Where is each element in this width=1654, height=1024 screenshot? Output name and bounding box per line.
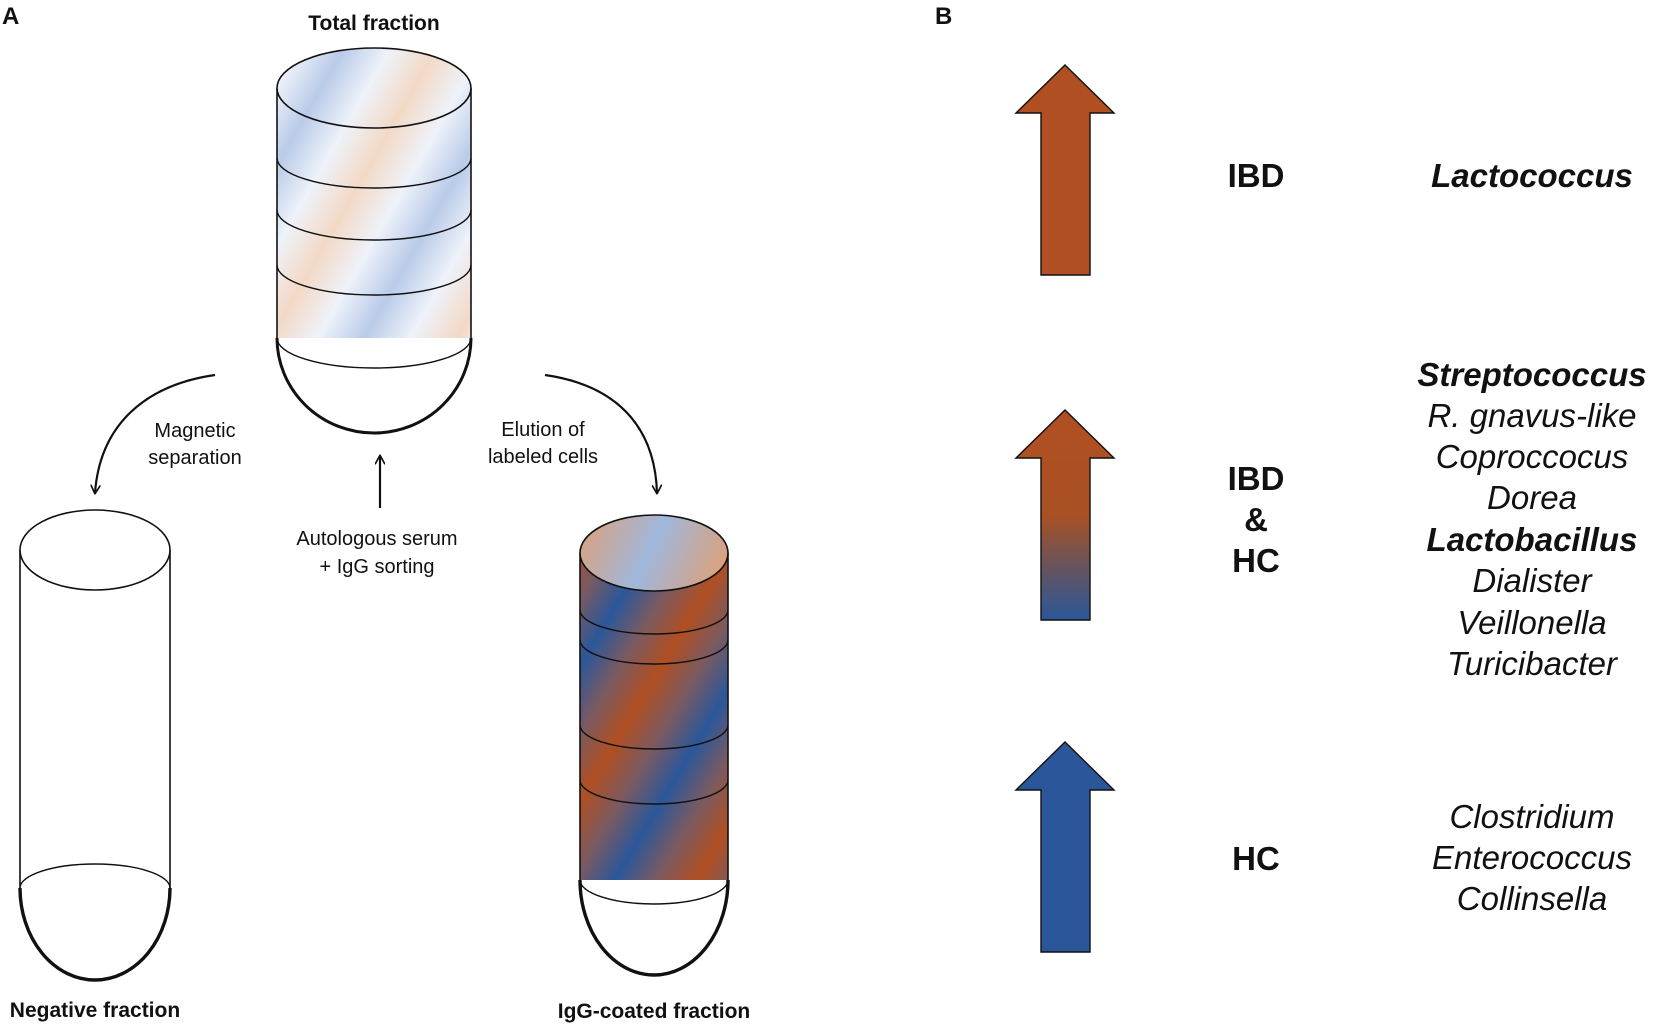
- elution-arrow: [544, 373, 657, 493]
- total-fraction-tube: [275, 47, 473, 435]
- taxon-turicibacter: Turicibacter: [1447, 645, 1619, 682]
- taxon-enterococcus: Enterococcus: [1432, 839, 1632, 876]
- hc-up-arrow: [1014, 741, 1116, 953]
- taxon-lactococcus: Lactococcus: [1431, 157, 1633, 194]
- group-label-hc: HC: [1232, 840, 1280, 877]
- group-label-ibd-hc-line-1: IBD: [1228, 460, 1285, 497]
- taxon-dialister: Dialister: [1472, 562, 1593, 599]
- taxon-coproccocus: Coproccocus: [1436, 438, 1629, 475]
- group-label-ibd: IBD: [1228, 157, 1285, 194]
- negative-fraction-tube: [18, 509, 172, 982]
- taxon-clostridium: Clostridium: [1449, 798, 1614, 835]
- igg-coated-fraction-title: IgG-coated fraction: [558, 1000, 751, 1023]
- magnetic-label-line-1: Magnetic: [154, 420, 235, 442]
- panel-label-a: A: [2, 3, 19, 30]
- serum-label-line-1: Autologous serum: [296, 528, 457, 550]
- total-fraction-title: Total fraction: [308, 12, 439, 35]
- negative-fraction-title: Negative fraction: [10, 999, 180, 1022]
- igg-coated-fraction-tube: [578, 514, 730, 977]
- taxon-streptococcus: Streptococcus: [1417, 356, 1646, 393]
- panel-label-b: B: [935, 3, 952, 30]
- taxon-veillonella: Veillonella: [1457, 604, 1606, 641]
- elution-label-line-2: labeled cells: [488, 446, 598, 468]
- serum-label-line-2: + IgG sorting: [319, 556, 434, 578]
- group-label-ibd-hc-line-2: &: [1244, 501, 1268, 538]
- ibd-hc-up-arrow: [1014, 409, 1116, 621]
- taxon-lactobacillus: Lactobacillus: [1427, 521, 1638, 558]
- group-label-ibd-hc-line-3: HC: [1232, 542, 1280, 579]
- taxon-collinsella: Collinsella: [1457, 880, 1607, 917]
- taxon-dorea: Dorea: [1487, 479, 1577, 516]
- magnetic-label-line-2: separation: [148, 447, 241, 469]
- elution-label-line-1: Elution of: [501, 419, 585, 441]
- magnetic-separation-arrow: [95, 373, 216, 493]
- taxon-r-gnavus-like: R. gnavus-like: [1427, 397, 1636, 434]
- ibd-up-arrow: [1014, 64, 1116, 276]
